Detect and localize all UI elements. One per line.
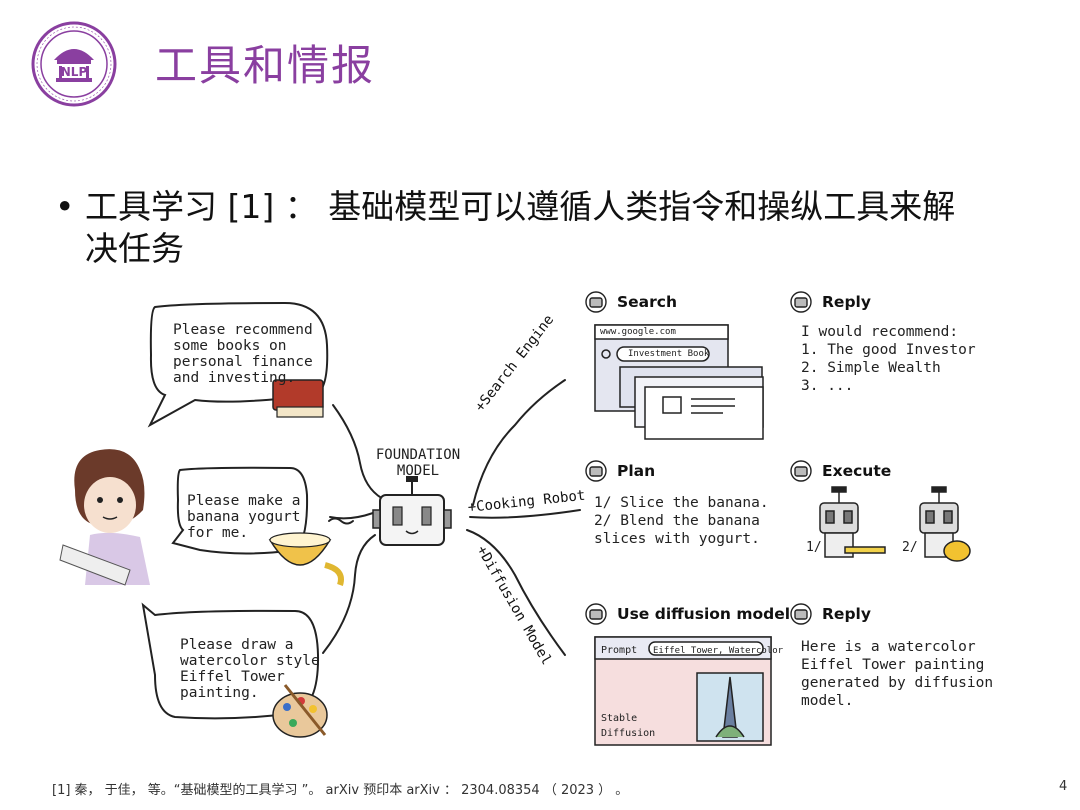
tilde-mark xyxy=(328,517,354,525)
diffusion-title: Use diffusion model xyxy=(617,605,791,623)
bullet-dot-icon: • xyxy=(55,187,75,226)
execute-step-2: 2/ xyxy=(902,540,918,555)
bullet-line-2: 决任务 xyxy=(85,229,184,268)
diffusion-robot-icon xyxy=(585,603,607,625)
execute-step-1: 1/ xyxy=(806,540,822,555)
search-title: Search xyxy=(617,293,678,311)
search-robot-icon xyxy=(585,291,607,313)
bullet-point: • 工具学习 [1] ： 基础模型可以遵循人类指令和操纵工具来解 决任务 xyxy=(55,186,1035,270)
university-logo: NLP xyxy=(31,21,117,107)
foundation-model-robot xyxy=(372,476,452,546)
link-request-2 xyxy=(329,512,374,520)
foundation-model-label: FOUNDATION MODEL xyxy=(375,447,461,479)
reply-2-title: Reply xyxy=(822,605,871,623)
book-illustration xyxy=(272,379,324,418)
search-url: www.google.com xyxy=(600,327,676,337)
reply-2-text: Here is a watercolor Eiffel Tower painti… xyxy=(801,639,994,709)
reply-robot-icon xyxy=(790,291,812,313)
diffusion-window-illustration xyxy=(594,636,772,746)
execute-title: Execute xyxy=(822,462,892,480)
link-request-1 xyxy=(332,404,386,501)
yogurt-bowl-illustration xyxy=(268,532,344,586)
tool-learning-diagram xyxy=(59,291,971,746)
logo-text: NLP xyxy=(61,65,88,79)
request-2-text: Please make a banana yogurt for me. xyxy=(187,493,301,541)
plan-text: 1/ Slice the banana. 2/ Blend the banana… xyxy=(594,495,769,547)
diffusion-prompt-label: Prompt xyxy=(601,645,638,656)
edge-search xyxy=(472,379,566,506)
request-1-text: Please recommend some books on personal … xyxy=(173,322,313,386)
link-request-3 xyxy=(322,534,376,654)
search-query: Investment Book xyxy=(628,349,710,359)
plan-title: Plan xyxy=(617,462,656,480)
plan-robot-icon xyxy=(585,460,607,482)
execute-robots-illustration xyxy=(819,486,971,562)
reply-1-text: I would recommend: 1. The good Investor … xyxy=(801,324,976,394)
reply-1-title: Reply xyxy=(822,293,871,311)
diffusion-prompt-value: Eiffel Tower, Watercolor xyxy=(653,646,784,656)
edge-cooking xyxy=(469,509,581,519)
page-number: 4 xyxy=(1059,779,1068,794)
execute-robot-icon xyxy=(790,460,812,482)
bullet-line-1: 工具学习 [1] ： 基础模型可以遵循人类指令和操纵工具来解 xyxy=(85,187,956,226)
footnote-citation: [1] 秦， 于佳， 等。“基础模型的工具学习 ”。 arXiv 预印本 arX… xyxy=(52,783,629,798)
palette-illustration xyxy=(272,684,328,738)
slide-title: 工具和情报 xyxy=(155,41,376,90)
reply2-robot-icon xyxy=(790,603,812,625)
person-illustration xyxy=(59,449,150,586)
search-browser-illustration xyxy=(594,324,764,440)
diffusion-engine-label: Stable Diffusion xyxy=(601,713,656,739)
request-3-text: Please draw a watercolor style Eiffel To… xyxy=(180,637,320,701)
edge-diffusion xyxy=(466,529,566,656)
